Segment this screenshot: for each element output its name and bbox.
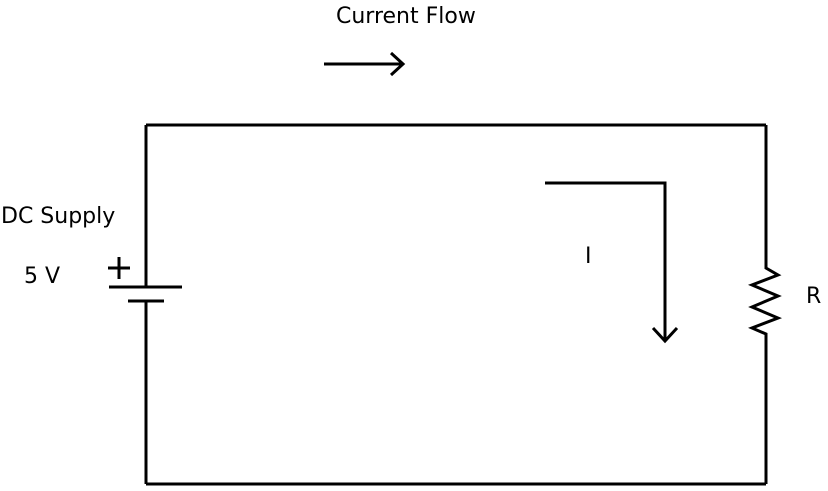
supply-voltage-label: 5 V	[24, 264, 61, 289]
resistor-label: R	[806, 284, 822, 309]
current-arrow-icon	[545, 181, 679, 344]
dc-supply-label: DC Supply	[1, 204, 116, 229]
plus-sign-icon	[108, 257, 130, 279]
resistor-zigzag	[747, 242, 783, 340]
current-flow-title: Current Flow	[336, 4, 476, 29]
current-label: I	[585, 244, 592, 269]
current-flow-arrow-icon	[324, 51, 406, 77]
